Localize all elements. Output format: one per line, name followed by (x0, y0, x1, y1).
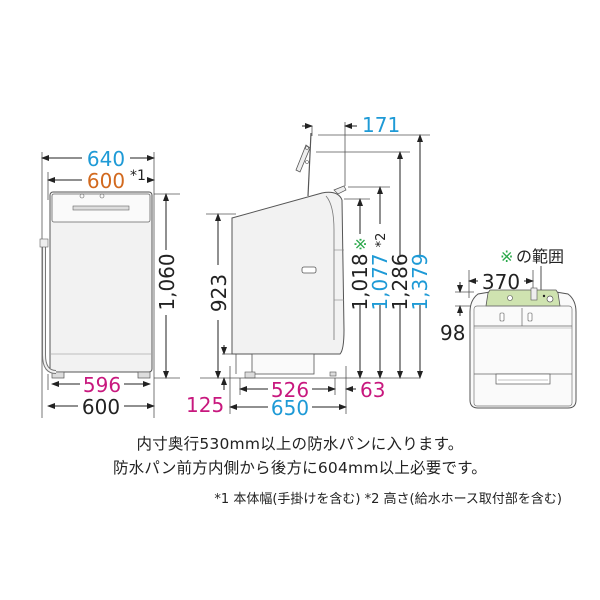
front-height: 1,060 (155, 253, 179, 310)
side-height-lid-open-max: 1,379 (408, 253, 432, 310)
front-base-width: 600 (82, 395, 120, 419)
top-range-label: の範囲 (516, 247, 564, 266)
side-height-range: 1,018 (348, 253, 372, 310)
front-overall-width: 640 (87, 147, 125, 171)
top-range-mark: ※ (500, 247, 513, 266)
side-view: 171 1,379 1,286 1,077 *2 1,018 ※ 923 12 (186, 113, 432, 420)
side-height-hose: 1,077 (368, 253, 392, 310)
top-range-depth: 98 (440, 321, 465, 345)
installation-note-1: 内寸奥行530mm以上の防水パンに入ります。 (136, 435, 464, 453)
front-view: 640 600 *1 1,060 596 600 (39, 147, 180, 419)
side-height-lid-open: 1,286 (388, 253, 412, 310)
side-lid-clearance: 171 (362, 113, 400, 137)
side-body-height: 923 (207, 274, 231, 312)
side-foot-depth: 526 (271, 378, 309, 402)
installation-note-2: 防水パン前方内側から後方に604mm以上必要です。 (112, 459, 487, 477)
front-body-width-note: *1 (130, 168, 146, 184)
side-range-mark: ※ (351, 237, 370, 250)
side-leg-height: 125 (186, 393, 224, 417)
front-foot-width: 596 (83, 373, 121, 397)
side-overall-depth: 650 (271, 396, 309, 420)
front-body-width: 600 (87, 169, 125, 193)
top-view: ※ の範囲 370 98 (440, 247, 577, 409)
side-height-hose-note: *2 (374, 233, 389, 248)
footnote: *1 本体幅(手掛けを含む) *2 高さ(給水ホース取付部を含む) (214, 492, 562, 507)
side-rear-offset: 63 (360, 378, 385, 402)
